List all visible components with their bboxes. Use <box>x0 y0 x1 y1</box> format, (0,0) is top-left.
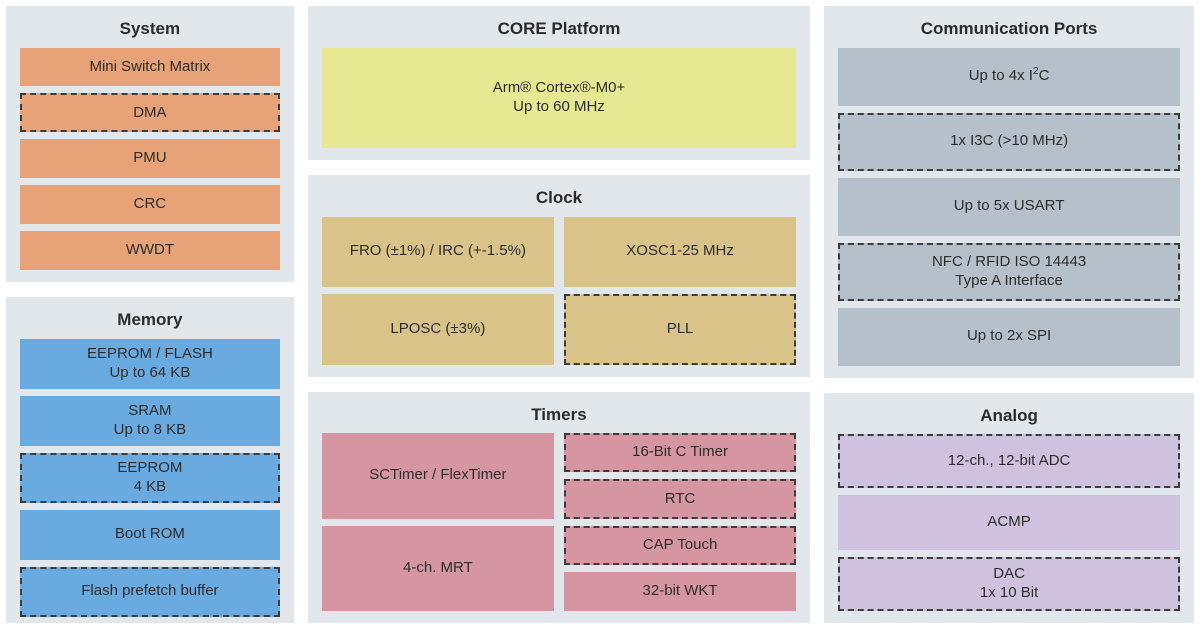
panel-title-core-platform: CORE Platform <box>497 19 621 38</box>
timers-right-column: 16-Bit C Timer RTC CAP Touch 32-bit WKT <box>563 433 797 612</box>
middle-column: CORE Platform Arm® Cortex®-M0+ Up to 60 … <box>307 6 811 623</box>
block-32bit-wkt[interactable]: 32-bit WKT <box>563 571 797 612</box>
block-dma[interactable]: DMA <box>20 93 280 133</box>
block-label: 16-Bit C Timer <box>632 443 728 461</box>
block-label: Flash prefetch buffer <box>81 582 219 600</box>
right-column: Communication Ports Up to 4x I2C 1x I3C … <box>824 6 1195 623</box>
block-label: XOSC1-25 MHz <box>626 242 734 260</box>
block-crc[interactable]: CRC <box>20 185 280 225</box>
block-sublabel: 4 KB <box>133 477 167 495</box>
panel-title-timers: Timers <box>531 404 587 424</box>
block-sublabel: 1x 10 Bit <box>979 583 1039 601</box>
block-i3c[interactable]: 1x I3C (>10 MHz) <box>838 112 1181 171</box>
block-pll[interactable]: PLL <box>563 294 797 365</box>
block-label: SCTimer / FlexTimer <box>369 466 507 484</box>
block-label: FRO (±1%) / IRC (+-1.5%) <box>349 242 526 260</box>
block-label: PMU <box>133 149 167 167</box>
analog-blocks: 12-ch., 12-bit ADC ACMP DAC 1x 10 Bit <box>838 434 1181 612</box>
block-label: Up to 5x USART <box>953 197 1065 215</box>
block-pmu[interactable]: PMU <box>20 139 280 179</box>
memory-blocks: EEPROM / FLASH Up to 64 KB SRAM Up to 8 … <box>20 338 280 617</box>
block-spi[interactable]: Up to 2x SPI <box>838 307 1181 366</box>
clock-right-column: XOSC1-25 MHz PLL <box>563 216 797 365</box>
panel-communication-ports: Communication Ports Up to 4x I2C 1x I3C … <box>824 6 1195 378</box>
block-mini-switch-matrix[interactable]: Mini Switch Matrix <box>20 47 280 87</box>
block-flash-prefetch-buffer[interactable]: Flash prefetch buffer <box>20 566 280 617</box>
block-eeprom-flash[interactable]: EEPROM / FLASH Up to 64 KB <box>20 338 280 389</box>
block-nfc-rfid[interactable]: NFC / RFID ISO 14443 Type A Interface <box>838 242 1181 301</box>
block-label: Arm® Cortex®-M0+ <box>492 79 626 97</box>
block-16bit-c-timer[interactable]: 16-Bit C Timer <box>563 433 797 473</box>
timers-left-column: SCTimer / FlexTimer 4-ch. MRT <box>321 433 554 611</box>
block-wwdt[interactable]: WWDT <box>20 231 280 270</box>
left-column: System Mini Switch Matrix DMA PMU CRC WW… <box>6 6 294 623</box>
panel-timers: Timers SCTimer / FlexTimer 4-ch. MRT 16-… <box>307 391 811 623</box>
timers-blocks: SCTimer / FlexTimer 4-ch. MRT 16-Bit C T… <box>321 433 797 612</box>
panel-system: System Mini Switch Matrix DMA PMU CRC WW… <box>6 6 294 282</box>
panel-title-analog: Analog <box>980 405 1038 425</box>
block-mrt[interactable]: 4-ch. MRT <box>321 525 554 611</box>
block-adc[interactable]: 12-ch., 12-bit ADC <box>838 434 1181 489</box>
block-label: 1x I3C (>10 MHz) <box>950 132 1069 150</box>
block-label: EEPROM <box>117 458 183 476</box>
block-sublabel: Up to 64 KB <box>109 363 191 381</box>
block-label: RTC <box>664 489 696 507</box>
block-label: DAC <box>993 565 1025 583</box>
communication-blocks: Up to 4x I2C 1x I3C (>10 MHz) Up to 5x U… <box>838 47 1181 366</box>
block-sram[interactable]: SRAM Up to 8 KB <box>20 395 280 446</box>
block-label: WWDT <box>125 241 175 259</box>
clock-left-column: FRO (±1%) / IRC (+-1.5%) LPOSC (±3%) <box>321 216 554 365</box>
block-label: Mini Switch Matrix <box>89 57 211 75</box>
block-label: NFC / RFID ISO 14443 <box>931 252 1087 270</box>
block-boot-rom[interactable]: Boot ROM <box>20 509 280 560</box>
block-label: 12-ch., 12-bit ADC <box>947 451 1071 469</box>
block-sublabel: Up to 60 MHz <box>513 97 605 115</box>
panel-title-clock: Clock <box>535 187 583 207</box>
block-label: LPOSC (±3%) <box>390 319 486 337</box>
block-label: PLL <box>666 319 694 337</box>
block-usart[interactable]: Up to 5x USART <box>838 177 1181 236</box>
core-blocks: Arm® Cortex®-M0+ Up to 60 MHz <box>321 47 797 148</box>
block-fro-irc[interactable]: FRO (±1%) / IRC (+-1.5%) <box>321 216 554 288</box>
block-label: EEPROM / FLASH <box>86 344 213 362</box>
block-label: Up to 2x SPI <box>966 327 1052 345</box>
block-rtc[interactable]: RTC <box>563 479 797 519</box>
panel-title-communication-ports: Communication Ports <box>920 19 1098 38</box>
block-sublabel: Type A Interface <box>955 271 1063 289</box>
block-label: 4-ch. MRT <box>403 558 473 576</box>
block-cap-touch[interactable]: CAP Touch <box>563 525 797 565</box>
panel-core-platform: CORE Platform Arm® Cortex®-M0+ Up to 60 … <box>307 6 811 160</box>
block-label: CRC <box>133 195 167 213</box>
block-eeprom[interactable]: EEPROM 4 KB <box>20 452 280 503</box>
panel-title-system: System <box>119 19 181 38</box>
block-sctimer-flextimer[interactable]: SCTimer / FlexTimer <box>321 433 554 519</box>
block-label: 32-bit WKT <box>642 582 718 600</box>
block-label: DMA <box>133 103 167 121</box>
block-acmp[interactable]: ACMP <box>838 495 1181 550</box>
panel-analog: Analog 12-ch., 12-bit ADC ACMP DAC 1x 10… <box>824 392 1195 623</box>
block-label: Boot ROM <box>114 525 185 543</box>
superscript-2: 2 <box>1032 66 1039 78</box>
block-dac[interactable]: DAC 1x 10 Bit <box>838 556 1181 612</box>
panel-memory: Memory EEPROM / FLASH Up to 64 KB SRAM U… <box>6 297 294 623</box>
system-blocks: Mini Switch Matrix DMA PMU CRC WWDT <box>20 47 280 270</box>
clock-blocks: FRO (±1%) / IRC (+-1.5%) LPOSC (±3%) XOS… <box>321 216 797 365</box>
block-lposc[interactable]: LPOSC (±3%) <box>321 294 554 365</box>
block-sublabel: Up to 8 KB <box>113 420 187 438</box>
block-label: Up to 4x I2C <box>968 66 1050 85</box>
block-label: SRAM <box>128 401 172 419</box>
block-xosc[interactable]: XOSC1-25 MHz <box>563 216 797 288</box>
block-label: CAP Touch <box>642 535 718 553</box>
block-label: ACMP <box>987 513 1031 531</box>
panel-title-memory: Memory <box>117 310 183 329</box>
block-i2c[interactable]: Up to 4x I2C <box>838 47 1181 106</box>
panel-clock: Clock FRO (±1%) / IRC (+-1.5%) LPOSC (±3… <box>307 174 811 377</box>
block-arm-cortex-m0plus[interactable]: Arm® Cortex®-M0+ Up to 60 MHz <box>321 47 797 148</box>
